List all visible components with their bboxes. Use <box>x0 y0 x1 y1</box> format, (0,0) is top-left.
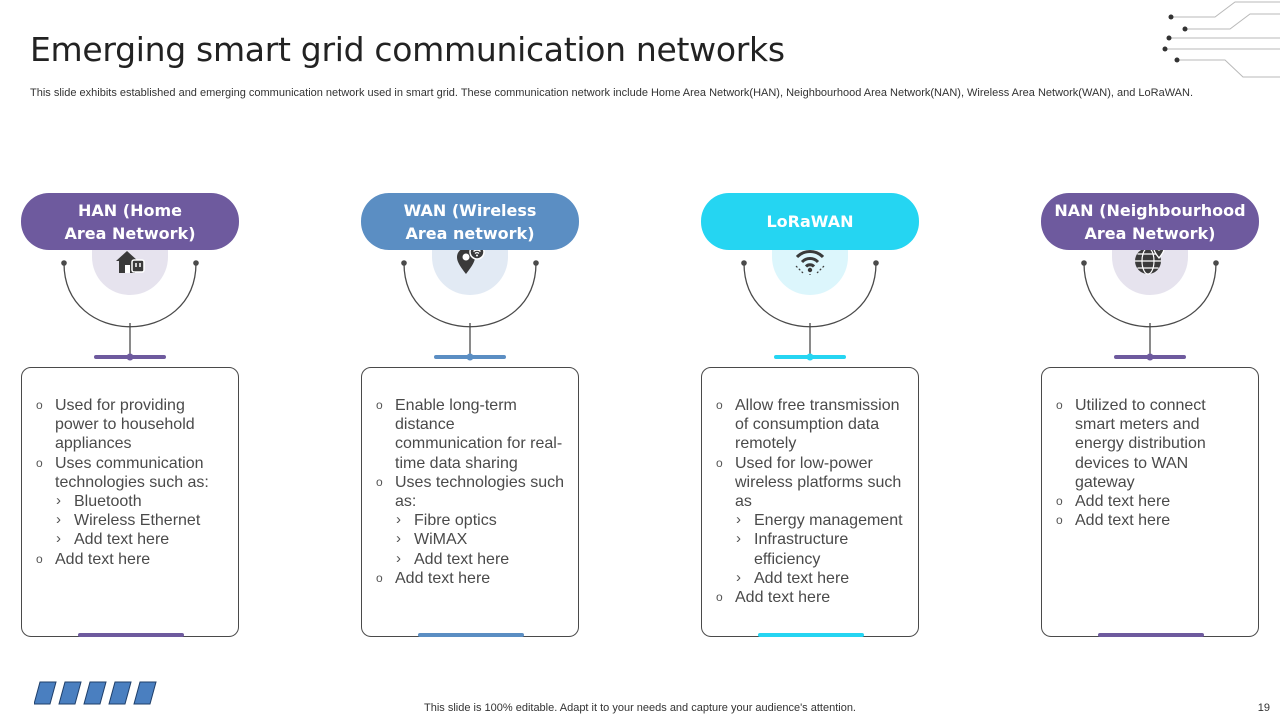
sub-bullet-item: ›Add text here <box>736 568 850 587</box>
bullet-marker: › <box>56 511 61 529</box>
stand-connector <box>401 260 539 361</box>
stand-connector <box>61 260 199 361</box>
bullet-marker: o <box>1056 513 1063 528</box>
bullet-marker: o <box>36 455 43 470</box>
sub-bullet-item: ›Infrastructure efficiency <box>736 530 849 568</box>
sub-bullet-item: ›Energy management <box>736 511 903 530</box>
card-accent-bar <box>78 633 184 637</box>
bullet-marker: › <box>396 511 401 529</box>
stand-connector <box>1081 260 1219 361</box>
card-accent-bar <box>418 633 524 637</box>
parallelogram-decoration <box>34 681 157 705</box>
page-number: 19 <box>1257 702 1270 714</box>
bullet-marker: › <box>56 530 61 548</box>
house-plug-icon <box>114 248 146 281</box>
stand-connector <box>741 260 879 361</box>
sub-bullet-item: ›WiMAX <box>396 530 468 549</box>
bullet-marker: o <box>716 455 723 470</box>
card-accent-bar <box>758 633 864 637</box>
bullet-marker: o <box>376 570 383 585</box>
network-heading: WAN (Wireless Area network) <box>361 193 579 250</box>
network-heading: LoRaWAN <box>701 193 919 250</box>
bullet-marker: o <box>376 398 383 412</box>
bullet-marker: o <box>36 398 43 412</box>
bullet-marker: › <box>736 511 741 529</box>
bullet-marker: › <box>736 568 741 586</box>
wifi-signal-icon <box>792 244 828 281</box>
network-heading: HAN (Home Area Network) <box>21 193 239 250</box>
bullet-marker: › <box>396 549 401 567</box>
bullet-marker: › <box>736 530 741 548</box>
sub-bullet-item: ›Wireless Ethernet <box>56 511 201 530</box>
page-title: Emerging smart grid communication networ… <box>30 30 785 69</box>
sub-bullet-item: ›Add text here <box>56 530 170 549</box>
sub-bullet-item: ›Add text here <box>396 549 510 568</box>
sub-bullet-item: ›Fibre optics <box>396 511 497 530</box>
bullet-marker: o <box>36 551 43 566</box>
page-subtitle: This slide exhibits established and emer… <box>30 87 1194 99</box>
bullet-marker: › <box>56 492 61 510</box>
bullet-marker: o <box>1056 494 1063 509</box>
sub-bullet-item: ›Bluetooth <box>56 492 142 511</box>
network-heading: NAN (Neighbourhood Area Network) <box>1041 193 1259 250</box>
bullet-marker: › <box>396 530 401 548</box>
footer-text: This slide is 100% editable. Adapt it to… <box>424 702 856 714</box>
bullet-marker: o <box>376 474 383 489</box>
bullet-marker: o <box>1056 398 1063 412</box>
bullet-marker: o <box>716 590 723 605</box>
card-accent-bar <box>1098 633 1204 637</box>
circuit-decoration <box>1162 1 1280 78</box>
bullet-marker: o <box>716 398 723 412</box>
